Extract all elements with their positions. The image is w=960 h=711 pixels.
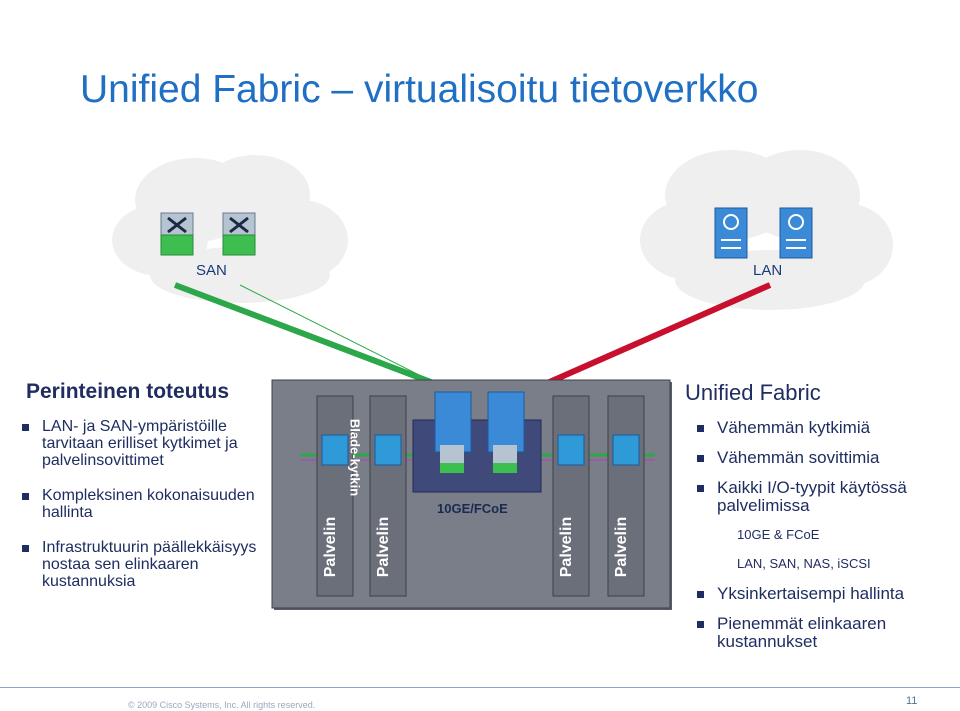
list-item: Infrastruktuurin päällekkäisyys nostaa s… (22, 539, 267, 590)
list-item: Vähemmän kytkimiä (697, 419, 947, 437)
san-link-thin (239, 284, 466, 399)
server-label-3: Palvelin (558, 516, 575, 578)
page-number: 11 (906, 695, 918, 707)
nexus-switch-icon (714, 207, 748, 259)
slide-title: Unified Fabric – virtualisoitu tietoverk… (80, 68, 759, 111)
list-item: Yksinkertaisempi hallinta (697, 585, 947, 603)
mds-switch-icon (160, 212, 194, 256)
lan-cloud (640, 150, 893, 310)
list-subitem: 10GE & FCoE (737, 527, 820, 542)
server-blade (552, 395, 590, 597)
list-item: LAN- ja SAN-ympäristöille tarvitaan eril… (22, 418, 267, 469)
list-subitem: LAN, SAN, NAS, iSCSI (737, 556, 871, 571)
right-bullet-list: Vähemmän kytkimiä Vähemmän sovittimia Ka… (697, 419, 947, 663)
server-blade (607, 395, 645, 597)
left-heading: Perinteinen toteutus (26, 380, 230, 403)
footer-divider (0, 687, 960, 688)
server-blade (316, 395, 354, 597)
server-blade (369, 395, 407, 597)
list-item: Vähemmän sovittimia (697, 449, 947, 467)
list-item: Kompleksinen kokonaisuuden hallinta (22, 487, 267, 521)
left-bullet-list: LAN- ja SAN-ympäristöille tarvitaan eril… (22, 418, 267, 608)
right-heading: Unified Fabric (685, 380, 821, 405)
lan-label: LAN (753, 262, 783, 279)
blade-label: Blade-kytkin (347, 418, 363, 497)
list-item: Pienemmät elinkaaren kustannukset (697, 615, 947, 651)
server-label-1: Palvelin (322, 516, 339, 578)
server-label-2: Palvelin (375, 516, 392, 578)
san-label: SAN (196, 262, 227, 279)
fcoe-label: 10GE/FCoE (437, 501, 508, 516)
list-item: Kaikki I/O-tyypit käytössä palvelimissa (697, 479, 947, 515)
mds-switch-icon (222, 212, 256, 256)
nexus-switch-icon (779, 207, 813, 259)
lan-link (518, 282, 772, 398)
server-label-4: Palvelin (613, 516, 630, 578)
san-link (173, 282, 467, 398)
copyright: © 2009 Cisco Systems, Inc. All rights re… (128, 700, 316, 710)
